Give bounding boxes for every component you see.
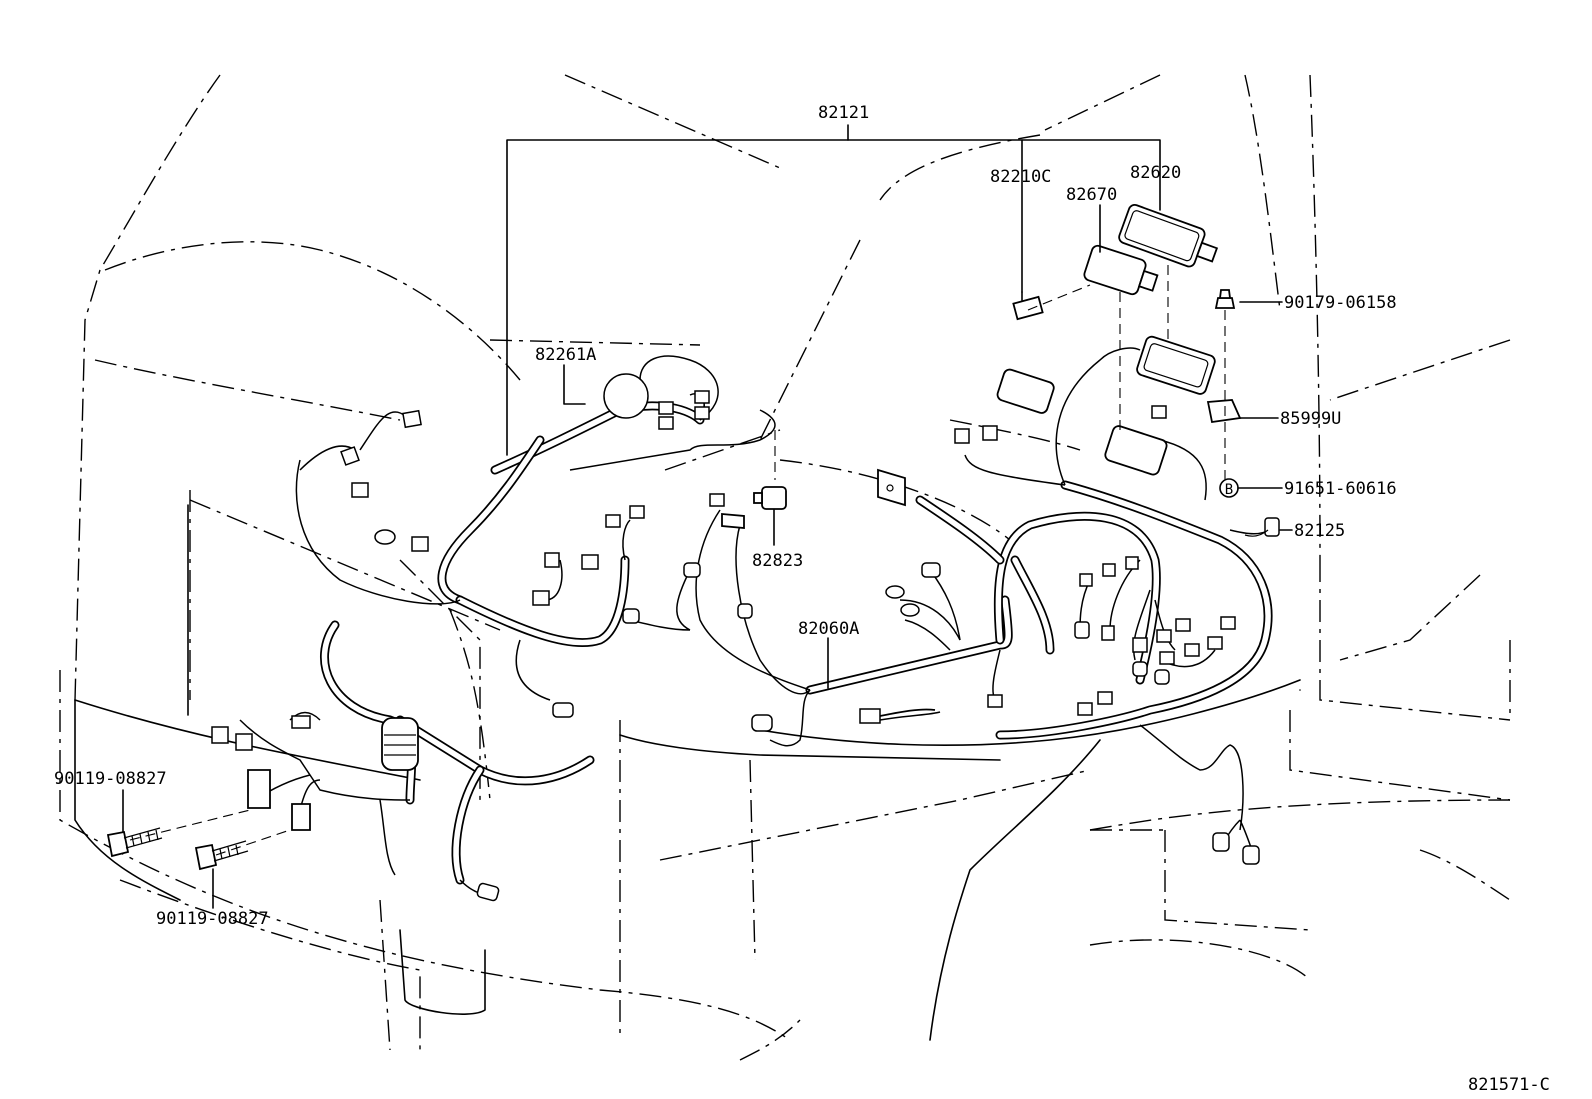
callout-90119-08827-bottom: 90119-08827 xyxy=(156,909,269,929)
connector xyxy=(1159,651,1175,665)
connector xyxy=(1212,832,1230,852)
installation-lines xyxy=(129,265,1226,856)
connector xyxy=(658,401,674,415)
connector xyxy=(921,562,941,578)
connector xyxy=(1220,616,1236,630)
connector xyxy=(683,562,701,578)
connector xyxy=(694,390,710,404)
relay-loop xyxy=(603,373,649,419)
connector xyxy=(1207,636,1223,650)
callout-82823: 82823 xyxy=(752,551,803,571)
connector xyxy=(1264,517,1280,537)
bracket xyxy=(877,468,906,507)
connector xyxy=(709,493,725,507)
grommet xyxy=(381,717,419,771)
connector xyxy=(402,409,422,429)
harness-tape-end xyxy=(879,708,936,717)
callout-91651-60616: 91651-60616 xyxy=(1284,479,1397,499)
vehicle-body-outline xyxy=(59,74,1511,1061)
relay-block xyxy=(1104,425,1168,476)
connector xyxy=(291,715,311,729)
relay-82670 xyxy=(1083,244,1159,296)
callout-82620: 82620 xyxy=(1130,163,1181,183)
callout-82121: 82121 xyxy=(818,103,869,123)
fuse-block xyxy=(1136,335,1216,395)
connector xyxy=(605,514,621,528)
vehicle-body-contours xyxy=(74,504,1301,1041)
connector xyxy=(658,416,674,430)
engine-wire-harness xyxy=(320,401,1273,885)
b-marker: B xyxy=(1219,478,1239,498)
leader-lines xyxy=(122,204,1293,909)
connector xyxy=(1077,702,1093,716)
connector xyxy=(1132,637,1148,653)
relay-82823 xyxy=(753,486,787,510)
connector-82210c xyxy=(1012,295,1044,321)
bolt-90119 xyxy=(106,827,163,858)
callout-82060a: 82060A xyxy=(798,619,859,639)
connector xyxy=(235,733,253,751)
connector xyxy=(982,425,998,441)
connector xyxy=(1074,621,1090,639)
connector xyxy=(1175,618,1191,632)
connector xyxy=(1102,563,1116,577)
connector xyxy=(351,482,369,498)
part-number-callouts: 82121 82210C 82620 82670 82261A 90179-06… xyxy=(54,103,1550,1095)
b-marker-label: B xyxy=(1225,482,1233,498)
connector xyxy=(1184,643,1200,657)
connector xyxy=(1079,573,1093,587)
connector xyxy=(1101,625,1115,641)
connector xyxy=(629,505,645,519)
connector xyxy=(544,552,560,568)
callout-82210c: 82210C xyxy=(990,167,1051,187)
bolt-90119 xyxy=(194,840,249,871)
illustration-id: 821571-C xyxy=(1468,1075,1550,1095)
connector xyxy=(737,603,753,619)
callout-82261a: 82261A xyxy=(535,345,596,365)
harness-connectors xyxy=(211,373,1280,902)
ground-bracket xyxy=(247,769,271,809)
callout-82125: 82125 xyxy=(1294,521,1345,541)
grommet xyxy=(885,585,905,599)
clip-85999u xyxy=(1206,399,1242,424)
grommet xyxy=(374,529,396,545)
connector xyxy=(751,714,773,732)
connector xyxy=(1156,629,1172,643)
bracket xyxy=(721,513,745,529)
connector xyxy=(1154,669,1170,685)
connector xyxy=(859,708,881,724)
callout-90119-08827-top: 90119-08827 xyxy=(54,769,167,789)
connector xyxy=(552,702,574,718)
connector xyxy=(532,590,550,606)
connector xyxy=(1242,845,1260,865)
relay-blocks xyxy=(106,203,1269,871)
connector xyxy=(581,554,599,570)
connector xyxy=(1097,691,1113,705)
callout-90179-06158: 90179-06158 xyxy=(1284,293,1397,313)
nut-90179 xyxy=(1214,289,1236,309)
ground-bracket xyxy=(291,803,311,831)
connector xyxy=(411,536,429,552)
connector xyxy=(476,882,500,902)
relay-block-82620 xyxy=(1118,203,1219,268)
callout-82670: 82670 xyxy=(1066,185,1117,205)
connector xyxy=(987,694,1003,708)
connector xyxy=(340,446,360,466)
connector xyxy=(1151,405,1167,419)
callout-85999u: 85999U xyxy=(1280,409,1341,429)
connector xyxy=(1125,556,1139,570)
grommet xyxy=(900,603,920,617)
connector xyxy=(211,726,229,744)
connector xyxy=(622,608,640,624)
connector xyxy=(694,406,710,420)
leader-82121 xyxy=(506,124,1161,456)
connector xyxy=(954,428,970,444)
connector xyxy=(1132,661,1148,677)
relay-block xyxy=(996,368,1055,414)
